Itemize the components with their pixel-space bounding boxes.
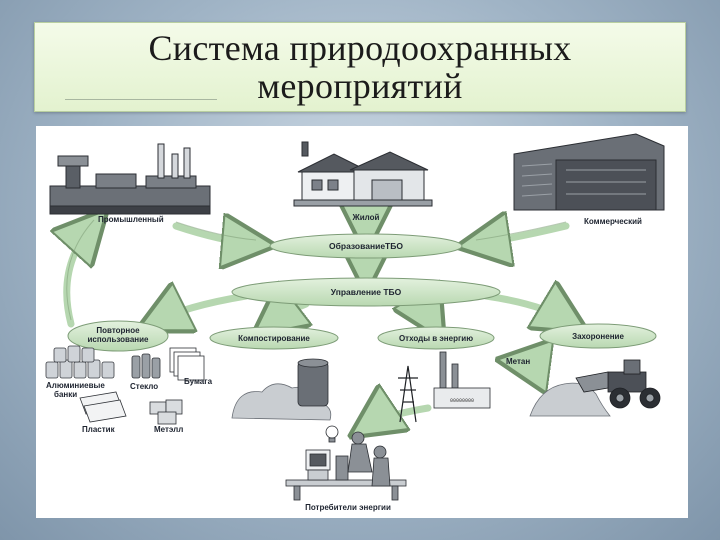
- reuse-label-line1: Повторное: [96, 326, 140, 335]
- methane-label: Метан: [506, 357, 530, 366]
- title-underline: [65, 99, 217, 100]
- bulldozer-icon: [575, 359, 661, 409]
- paper-stack-icon: [169, 347, 205, 381]
- commercial-building-icon: [513, 133, 665, 211]
- lightbulb-icon: [325, 425, 339, 443]
- arrow-wte-to-consumers: [366, 408, 432, 426]
- aluminum-label-line2: банки: [54, 390, 77, 399]
- metal-label: Метэлл: [154, 425, 183, 434]
- generation-ellipse: [269, 233, 463, 259]
- arrow-reuse-to-industrial: [67, 224, 94, 328]
- source-commercial-label: Коммерческий: [584, 217, 642, 226]
- arrow-management-to-wte: [408, 304, 434, 324]
- arrow-management-to-reuse: [154, 296, 250, 322]
- waste-management-diagram: Промышленный Жилой Коммерческий Образова…: [36, 126, 688, 518]
- power-line-tower-icon: [398, 365, 418, 423]
- computer-desk-icon: [285, 449, 407, 501]
- glass-bottles-icon: [131, 353, 161, 379]
- people-at-computer-icon: [347, 431, 391, 487]
- landfill-ellipse: [539, 323, 657, 349]
- house-icon: [293, 141, 433, 207]
- composting-label: Компостирование: [238, 334, 310, 343]
- metal-blocks-icon: [149, 399, 183, 425]
- waste-to-energy-label: Отходы в энергию: [399, 334, 473, 343]
- composting-ellipse: [209, 326, 339, 350]
- aluminum-label-line1: Алюминиевые: [46, 381, 105, 390]
- title-line-1: Система природоохранных: [148, 28, 572, 68]
- source-residential-label: Жилой: [352, 213, 380, 222]
- title-line-2: мероприятий: [257, 66, 463, 106]
- glass-label: Стекло: [130, 382, 158, 391]
- arrow-landfill-to-methane: [516, 362, 546, 374]
- power-plant-sign: 00000000: [450, 398, 474, 404]
- management-ellipse: [231, 277, 501, 307]
- reuse-label-line2: использование: [87, 335, 149, 344]
- waste-to-energy-ellipse: [377, 326, 495, 350]
- source-industrial-label: Промышленный: [98, 215, 164, 224]
- arrow-industrial-to-generation: [172, 226, 256, 244]
- flow-arrow-outlines: [66, 219, 567, 321]
- arrow-management-to-landfill: [482, 296, 571, 322]
- flow-arrows: [67, 222, 571, 426]
- compost-heap-icon: [231, 358, 332, 421]
- plastic-label: Пластик: [82, 425, 116, 434]
- power-plant-icon: [433, 351, 491, 409]
- industrial-buildings-icon: [49, 143, 211, 215]
- plastic-sheets-icon: [79, 391, 127, 423]
- slide-title: Система природоохранных мероприятий: [35, 29, 685, 105]
- title-box: Система природоохранных мероприятий: [34, 22, 686, 112]
- arrow-commercial-to-generation: [476, 226, 570, 244]
- landfill-label: Захоронение: [572, 332, 624, 341]
- generation-label: ОбразованиеТБО: [329, 241, 403, 251]
- diagram-canvas: Промышленный Жилой Коммерческий Образова…: [45, 133, 665, 512]
- consumers-label: Потребители энергии: [305, 503, 391, 512]
- paper-label: Бумага: [184, 377, 213, 386]
- arrow-management-to-composting: [268, 304, 306, 324]
- reuse-ellipse: [67, 320, 169, 352]
- aluminum-cans-icon: [45, 345, 115, 379]
- management-label: Управление ТБО: [331, 287, 402, 297]
